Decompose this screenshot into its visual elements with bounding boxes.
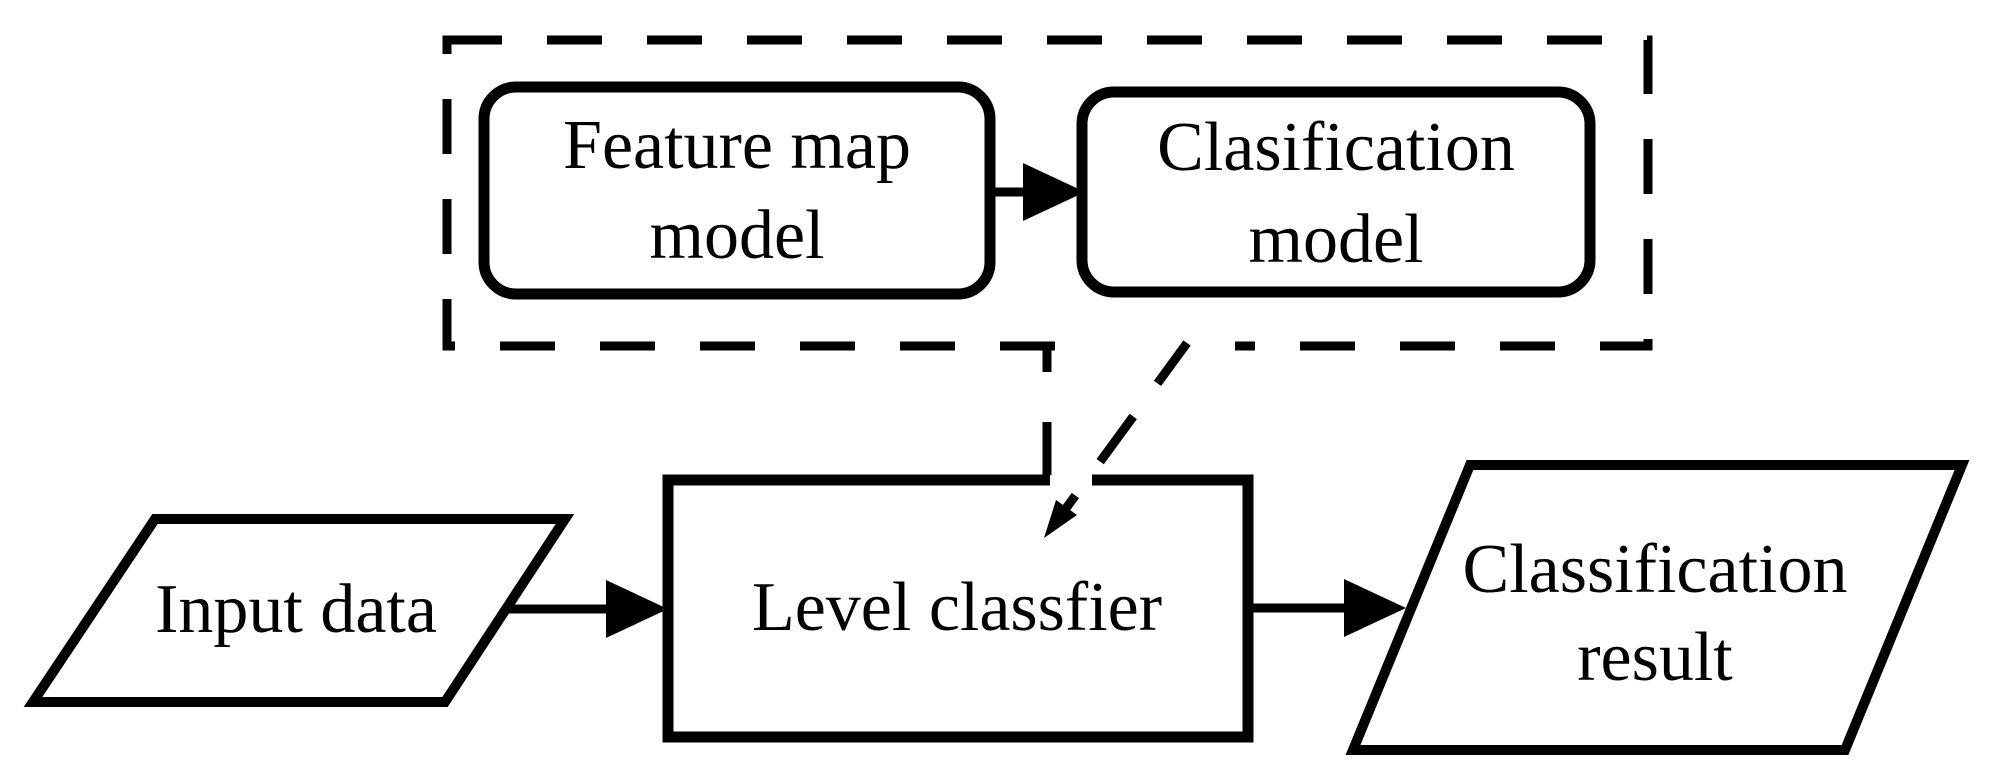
classification-result-node xyxy=(1345,460,1970,755)
level-classifier-label: Level classfier xyxy=(752,569,1162,646)
classification-model-label-line2: model xyxy=(1249,201,1424,278)
arrowhead-icon xyxy=(1344,579,1406,637)
classification-result-label-line2: result xyxy=(1577,619,1733,696)
classification-result-label-line1: Classification xyxy=(1463,531,1848,608)
arrowhead-icon xyxy=(606,580,668,638)
feature-map-model-label-line1: Feature map xyxy=(563,107,911,184)
arrowhead-icon xyxy=(1044,500,1077,538)
input-data-node xyxy=(23,514,575,707)
classification-model-label-line1: Clasification xyxy=(1157,109,1515,186)
input-data-label: Input data xyxy=(155,571,437,648)
arrow-feature-to-classification xyxy=(990,163,1085,221)
dashed-edge-gap xyxy=(1100,334,1235,352)
dashed-container xyxy=(442,35,1653,351)
feature-map-model-label-line2: model xyxy=(650,197,825,274)
dashed-link-diagonal-arrow xyxy=(1044,340,1191,538)
arrow-input-to-level xyxy=(508,580,668,638)
level-classifier-node xyxy=(662,474,1254,743)
arrowhead-icon xyxy=(1023,163,1085,221)
arrow-level-to-result xyxy=(1248,579,1406,637)
